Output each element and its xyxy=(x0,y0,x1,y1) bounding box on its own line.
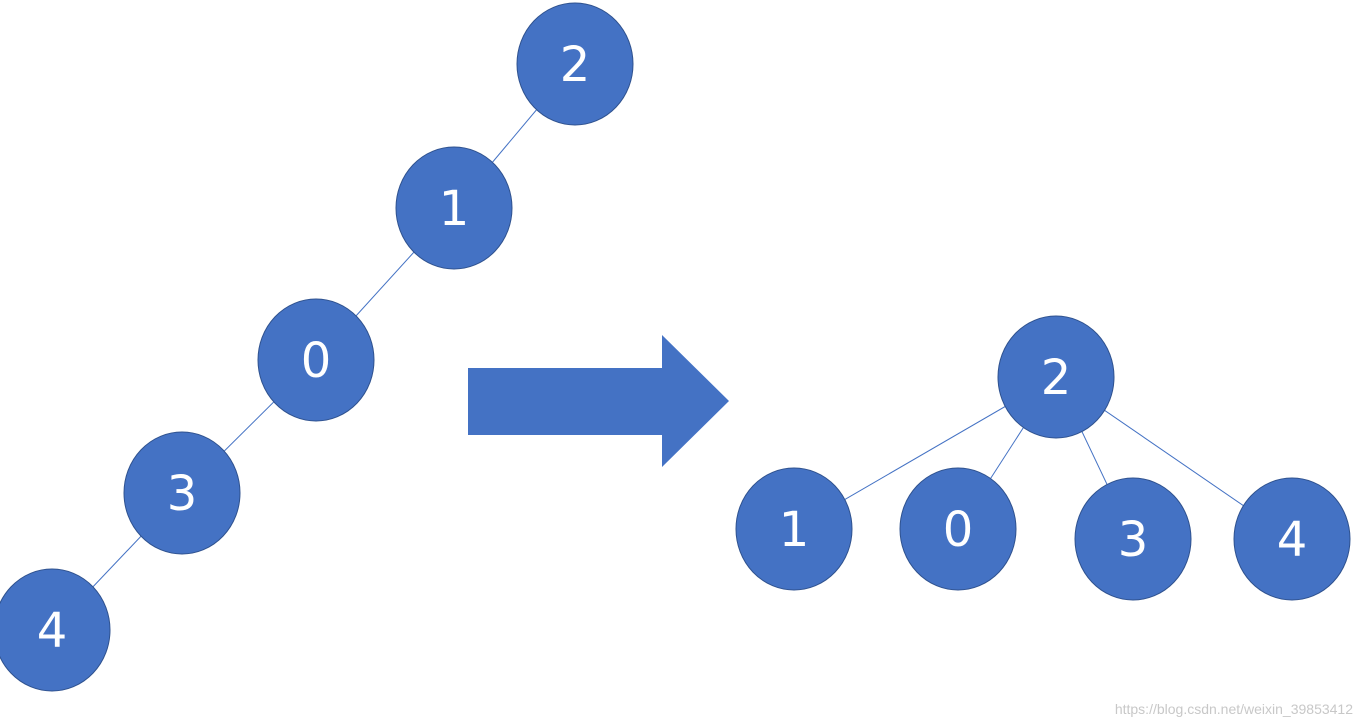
after-node-label: 3 xyxy=(1118,512,1149,568)
before-node-label: 1 xyxy=(439,181,470,237)
before-node-circle xyxy=(257,298,375,422)
before-tree: 2 1 0 3 4 xyxy=(0,2,634,692)
before-node-label: 3 xyxy=(167,466,198,522)
after-node-circle xyxy=(997,315,1115,439)
before-node-circle xyxy=(123,431,241,555)
before-node-0: 0 xyxy=(257,298,375,422)
before-node-2: 2 xyxy=(516,2,634,126)
after-node-label: 2 xyxy=(1041,350,1072,406)
before-node-1: 1 xyxy=(395,146,513,270)
after-node-1: 1 xyxy=(735,467,853,591)
before-node-circle xyxy=(0,568,111,692)
after-node-2: 2 xyxy=(997,315,1115,439)
after-node-circle xyxy=(1074,477,1192,601)
before-node-label: 4 xyxy=(37,603,68,659)
transform-arrow-icon xyxy=(468,335,729,467)
after-node-3: 3 xyxy=(1074,477,1192,601)
before-node-circle xyxy=(516,2,634,126)
watermark-text: https://blog.csdn.net/weixin_39853412 xyxy=(1114,701,1353,717)
before-node-3: 3 xyxy=(123,431,241,555)
after-node-label: 0 xyxy=(943,502,974,558)
after-node-circle xyxy=(1233,477,1351,601)
before-node-label: 0 xyxy=(301,333,332,389)
before-node-4: 4 xyxy=(0,568,111,692)
before-node-label: 2 xyxy=(560,37,591,93)
after-node-4: 4 xyxy=(1233,477,1351,601)
after-node-label: 4 xyxy=(1277,512,1308,568)
after-node-0: 0 xyxy=(899,467,1017,591)
after-tree: 2 1 0 3 4 xyxy=(735,315,1351,601)
after-node-circle xyxy=(899,467,1017,591)
before-node-circle xyxy=(395,146,513,270)
after-node-label: 1 xyxy=(779,502,810,558)
after-node-circle xyxy=(735,467,853,591)
